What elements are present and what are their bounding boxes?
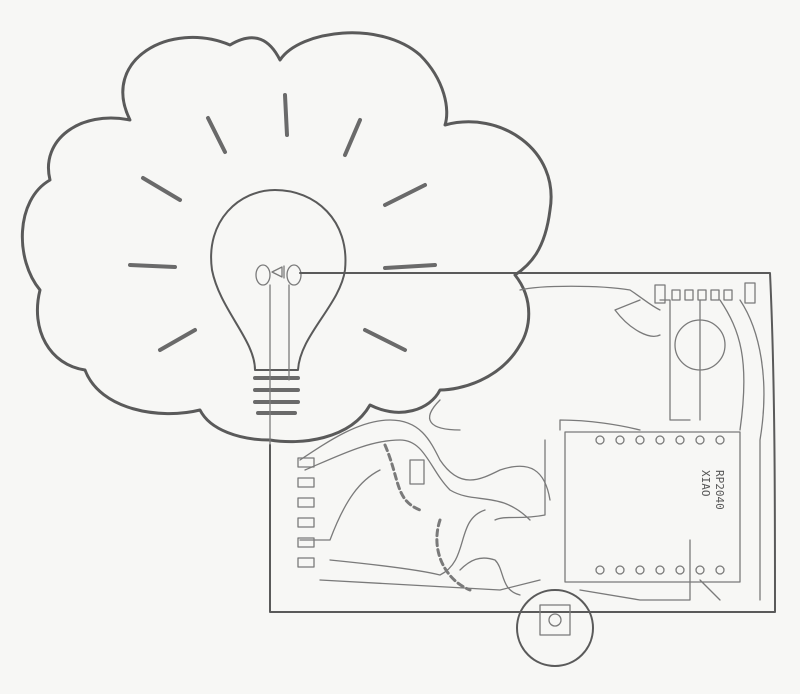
- connector-pads: [297, 457, 315, 568]
- light-bulb-icon: [210, 189, 347, 371]
- header-pins: [654, 282, 756, 371]
- chip-label-rp2040: RP2040: [713, 470, 726, 510]
- push-button: [516, 589, 594, 667]
- pcb-outline: [269, 272, 776, 613]
- resistor-component: [383, 443, 472, 592]
- chip-label-xiao: XIAO: [699, 470, 712, 497]
- bulb-base: [253, 376, 300, 415]
- led-symbol: [255, 264, 302, 446]
- xiao-rp2040-module: XIAO RP2040: [564, 431, 741, 583]
- light-rays: [128, 93, 437, 352]
- thought-cloud: [20, 31, 553, 444]
